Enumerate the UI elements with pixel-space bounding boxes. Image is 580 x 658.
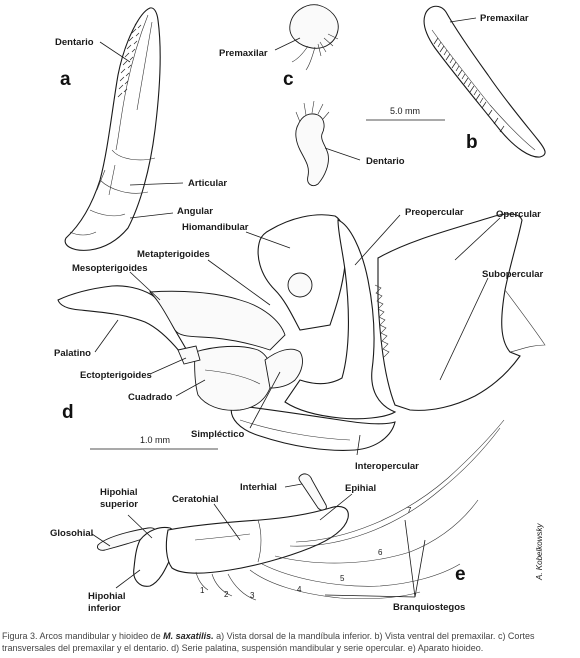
label-cuadrado: Cuadrado (128, 392, 173, 403)
label-mesopterigoides: Mesopterigoides (72, 263, 148, 274)
label-simplectico: Simpléctico (191, 429, 245, 440)
panel-label-b: b (466, 132, 478, 153)
ray-number-1: 1 (200, 586, 205, 595)
ray-number-4: 4 (297, 585, 302, 594)
label-glosohial: Glosohial (50, 528, 93, 539)
leader-hiomandibular (245, 231, 291, 249)
label-angular: Angular (177, 206, 213, 217)
panel-label-e: e (455, 564, 466, 585)
leader-premaxilar-b (449, 17, 477, 23)
ray-number-3: 3 (250, 591, 255, 600)
leader-articular (129, 182, 184, 186)
leader-preopercular (354, 214, 401, 266)
label-hipohial-superior-2: superior (100, 499, 138, 510)
label-branquiostegos: Branquiostegos (393, 602, 465, 613)
leader-palatino (94, 319, 119, 353)
leader-ceratohial (213, 503, 241, 541)
panel-b-premaxilar-drawing (423, 5, 546, 158)
panel-a-jaw-drawing (64, 7, 161, 251)
scale-label-b-c: 5.0 mm (390, 106, 420, 116)
anatomical-figure: Dentario Articular Angular a Premaxilar … (50, 4, 546, 614)
caption-text: a) Vista dorsal de la mandíbula inferior… (2, 631, 535, 653)
label-hipohial-inferior-2: inferior (88, 603, 121, 614)
illustrator-signature: A. Kobelkowsky (535, 523, 544, 581)
leader-glosohial (91, 533, 111, 547)
label-preopercular: Preopercular (405, 207, 464, 218)
label-interhial: Interhial (240, 482, 277, 493)
label-ceratohial: Ceratohial (172, 494, 218, 505)
figure-caption: Figura 3. Arcos mandibular y hioideo de … (2, 630, 578, 654)
leader-cuadrado (175, 379, 206, 397)
panel-c-dentario-section (295, 100, 330, 187)
panel-c-premaxilar-section (289, 4, 339, 71)
leader-mesopterigoides (129, 271, 161, 301)
leader-interhial (284, 483, 303, 488)
label-epihial: Epihial (345, 483, 376, 494)
leader-simplectico (249, 371, 281, 429)
leader-metapterigoides (207, 259, 271, 306)
panel-d-suspensorium-drawing (57, 213, 546, 451)
ray-number-7: 7 (407, 506, 412, 515)
leader-dentario-a (99, 41, 131, 63)
ray-number-5: 5 (340, 574, 345, 583)
label-subopercular: Subopercular (482, 269, 544, 280)
label-ectopterigoides: Ectopterigoides (80, 370, 152, 381)
leader-subopercular (439, 277, 489, 381)
leader-branquiostegos (324, 519, 426, 598)
leader-dentario-c (324, 147, 361, 161)
leader-hipohial-inferior (115, 569, 141, 589)
ray-numbers: 1 2 3 4 5 6 7 (200, 506, 412, 600)
leader-angular (129, 212, 174, 219)
caption-species: M. saxatilis. (163, 631, 214, 641)
ray-number-2: 2 (224, 590, 229, 599)
leader-premaxilar-c (274, 37, 301, 51)
panel-label-a: a (60, 69, 71, 90)
label-opercular: Opercular (496, 209, 541, 220)
leader-epihial (319, 493, 353, 521)
leader-opercular (454, 217, 501, 261)
label-interopercular: Interopercular (355, 461, 419, 472)
label-articular: Articular (188, 178, 227, 189)
panel-label-c: c (283, 69, 294, 90)
caption-prefix: Figura 3. Arcos mandibular y hioideo de (2, 631, 164, 641)
label-hiomandibular: Hiomandibular (182, 222, 249, 233)
panel-e-hyoid-drawing (97, 419, 505, 601)
label-dentario-a: Dentario (55, 37, 94, 48)
panel-label-d: d (62, 402, 74, 423)
leader-interopercular (356, 434, 361, 456)
label-hipohial-superior-1: Hipohial (100, 487, 137, 498)
leader-hipohial-superior (127, 514, 153, 539)
ray-number-6: 6 (378, 548, 383, 557)
leader-ectopterigoides (149, 357, 187, 375)
label-metapterigoides: Metapterigoides (137, 249, 210, 260)
scale-label-d: 1.0 mm (140, 435, 170, 445)
label-premaxilar-c: Premaxilar (219, 48, 268, 59)
label-hipohial-inferior-1: Hipohial (88, 591, 125, 602)
label-palatino: Palatino (54, 348, 91, 359)
label-premaxilar-b: Premaxilar (480, 13, 529, 24)
label-dentario-c: Dentario (366, 156, 405, 167)
